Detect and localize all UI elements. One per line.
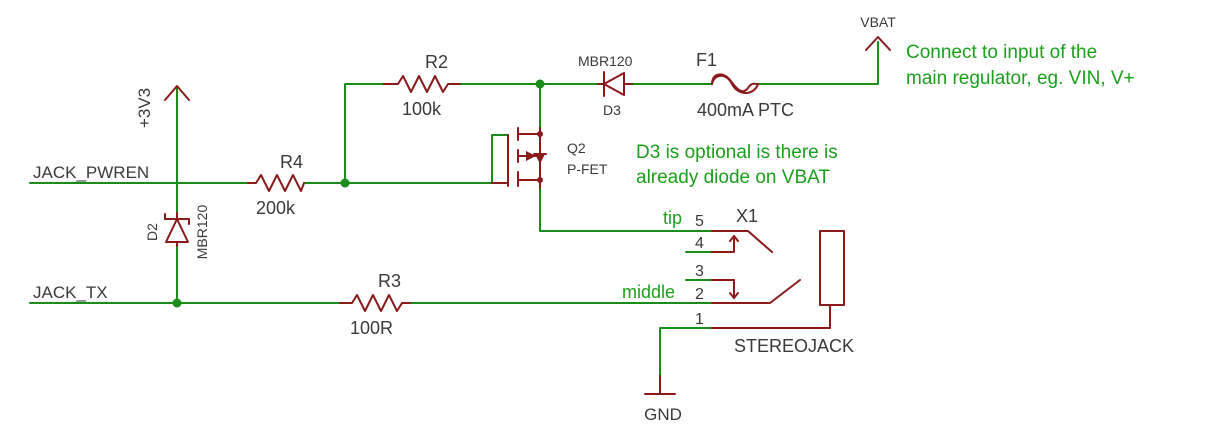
q2-pin-dot-s (537, 131, 543, 137)
resistor-r4: R4 200k (247, 152, 305, 218)
x1-pin1-number: 1 (695, 311, 704, 328)
net-label-vbat: VBAT (860, 14, 896, 30)
x1-pin4-number: 4 (695, 235, 704, 252)
x1-pin3-arrowhead (729, 292, 739, 299)
diode-d2-triangle-icon (165, 218, 189, 243)
transistor-q2: Q2 P-FET (491, 127, 608, 189)
q2-drain-lead (517, 179, 541, 189)
junctions (172, 79, 545, 308)
ground-symbol: GND (644, 375, 682, 424)
f1-ref: F1 (696, 50, 717, 70)
r3-ref: R3 (378, 271, 401, 291)
diode-d2: D2 MBR120 (144, 205, 210, 260)
arrow-3v3-icon (164, 85, 190, 101)
d2-value: MBR120 (194, 205, 210, 260)
power-symbol-vbat: VBAT (860, 14, 896, 51)
wire-gate-stub (491, 134, 509, 184)
junction-jack-tx (172, 298, 182, 308)
note-d3-line1: D3 is optional is there is (636, 142, 838, 163)
r4-ref: R4 (280, 152, 303, 172)
resistor-r4-zigzag (247, 174, 305, 192)
x1-tip-label: tip (663, 208, 682, 228)
x1-pin4-arrow-icon (711, 235, 735, 253)
x1-pin4-arrowhead (729, 235, 739, 242)
net-label-jack-pwren: JACK_PWREN (33, 163, 149, 182)
f1-value: 400mA PTC (697, 100, 794, 120)
x1-pin5-contact (711, 230, 773, 253)
note-vbat-line2: main regulator, eg. VIN, V+ (906, 68, 1135, 89)
wires (29, 41, 879, 394)
wire-f1-to-vbat (757, 41, 879, 85)
wire-gnd (659, 327, 713, 394)
x1-pin3-arrow-icon (711, 279, 735, 299)
q2-ref: Q2 (567, 140, 586, 156)
d2-ref: D2 (144, 223, 160, 241)
power-symbol-3v3: +3V3 (135, 85, 190, 128)
r2-ref: R2 (425, 52, 448, 72)
q2-body-diode-icon (535, 154, 545, 164)
net-label-gnd: GND (644, 405, 682, 424)
x1-pin5-number: 5 (695, 213, 704, 230)
q2-pin-dot-d (537, 177, 543, 183)
x1-jack-body (819, 230, 845, 306)
fuse-f1-loop-icon (711, 74, 759, 94)
note-vbat: Connect to input of the main regulator, … (906, 42, 1135, 89)
arrow-vbat-icon (865, 36, 891, 51)
resistor-r2: R2 100k (383, 52, 461, 119)
net-label-jack-tx: JACK_TX (33, 283, 108, 302)
resistor-r2-zigzag (383, 75, 461, 93)
d3-ref: D3 (603, 102, 621, 118)
q2-arrow-icon (526, 151, 536, 161)
r4-value: 200k (256, 198, 296, 218)
note-d3: D3 is optional is there is already diode… (636, 142, 838, 188)
d3-value: MBR120 (578, 53, 633, 69)
x1-pin2-contact (711, 279, 801, 304)
net-label-3v3: +3V3 (135, 88, 154, 128)
x1-pin3-number: 3 (695, 263, 704, 280)
note-vbat-line1: Connect to input of the (906, 42, 1097, 63)
x1-pin1-sleeve (711, 304, 831, 329)
q2-source-lead (517, 127, 541, 135)
x1-middle-label: middle (622, 282, 675, 302)
q2-value: P-FET (567, 161, 608, 177)
diode-d3: MBR120 D3 (578, 53, 633, 118)
r3-value: 100R (350, 318, 393, 338)
diode-d3-triangle-icon (603, 72, 625, 96)
wire-node-to-r2 (344, 83, 385, 184)
resistor-r3: R3 100R (339, 271, 411, 338)
junction-r4-node (340, 178, 350, 188)
stereo-jack-x1: X1 STEREOJACK 5 4 3 2 1 tip middle (622, 206, 854, 356)
junction-source-node (535, 79, 545, 89)
x1-ref: X1 (736, 206, 758, 226)
x1-value: STEREOJACK (734, 336, 854, 356)
resistor-r3-zigzag (339, 294, 411, 312)
x1-pin2-number: 2 (695, 286, 704, 303)
r2-value: 100k (402, 99, 442, 119)
fuse-f1-symbol-icon (711, 73, 759, 93)
wire-drain-to-tip (539, 187, 713, 232)
note-d3-line2: already diode on VBAT (636, 167, 830, 188)
fuse-f1: F1 400mA PTC (696, 50, 794, 120)
